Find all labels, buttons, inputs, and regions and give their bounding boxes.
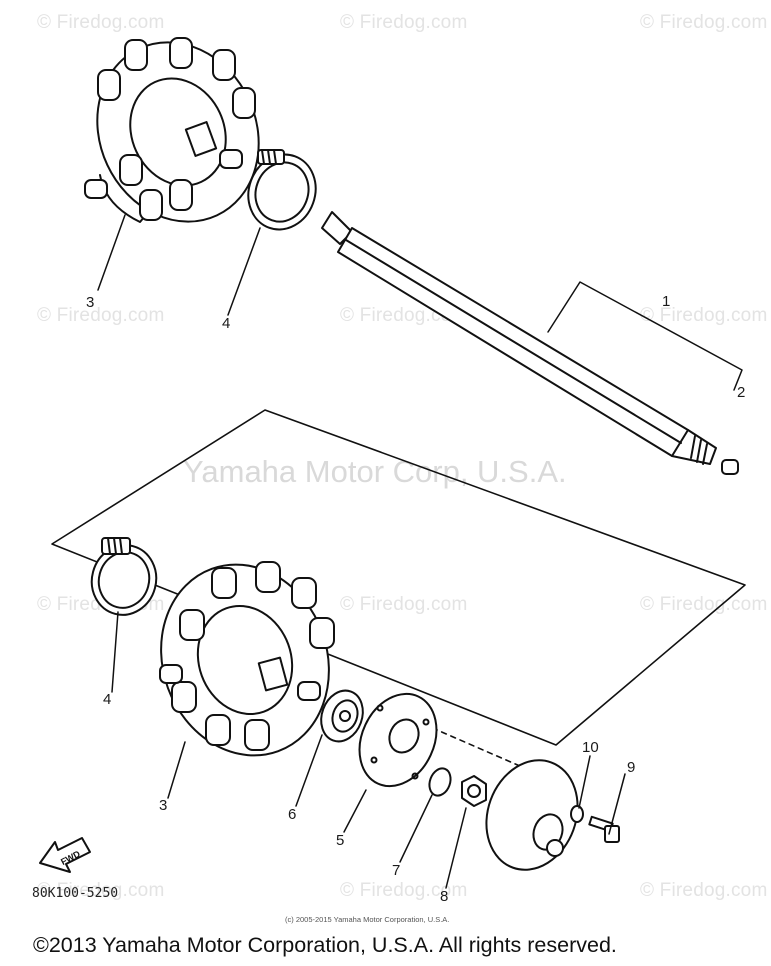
lower-sprocket [159, 561, 335, 757]
watermark: © Firedog.com [37, 12, 165, 33]
drive-shaft [321, 211, 717, 465]
upper-clamp [247, 149, 317, 231]
bearing-housing [485, 759, 579, 871]
callout-3-upper: 3 [86, 294, 95, 311]
watermark: © Firedog.com [640, 880, 768, 901]
callout-7: 7 [392, 862, 401, 879]
watermark: © Firedog.com [640, 305, 768, 326]
shaft-cap [721, 459, 739, 475]
watermark: © Firedog.com [340, 12, 468, 33]
watermark: © Firedog.com [37, 305, 165, 326]
callout-9: 9 [627, 759, 636, 776]
callout-6: 6 [288, 806, 297, 823]
washer [428, 767, 452, 797]
callout-bracket [547, 281, 743, 391]
flange-plate [358, 692, 438, 788]
bearing [320, 689, 364, 743]
watermark: © Firedog.com [640, 594, 768, 615]
nut [461, 775, 487, 807]
center-watermark: Yamaha Motor Corp, U.S.A. [183, 454, 567, 489]
callout-5: 5 [336, 832, 345, 849]
upper-sprocket [84, 37, 260, 223]
leader-lines [97, 214, 626, 889]
callout-4-upper: 4 [222, 315, 231, 332]
watermark: © Firedog.com [340, 880, 468, 901]
callout-3-lower: 3 [159, 797, 168, 814]
watermark: © Firedog.com [340, 594, 468, 615]
watermark: © Firedog.com [37, 880, 165, 901]
fwd-arrow [39, 837, 91, 873]
callout-1: 1 [662, 293, 671, 310]
lower-clamp [90, 537, 158, 616]
callout-8: 8 [440, 888, 449, 905]
callout-2: 2 [737, 384, 746, 401]
drawing-code: 80K100-5250 [32, 886, 119, 901]
assembly-outline [51, 409, 746, 746]
lock-washer [570, 805, 584, 823]
watermark: © Firedog.com [640, 12, 768, 33]
small-copyright: (c) 2005-2015 Yamaha Motor Corporation, … [285, 915, 450, 924]
copyright-notice: ©2013 Yamaha Motor Corporation, U.S.A. A… [33, 933, 617, 957]
callout-10: 10 [582, 739, 599, 756]
bolt [588, 815, 620, 843]
callout-4-lower: 4 [103, 691, 112, 708]
